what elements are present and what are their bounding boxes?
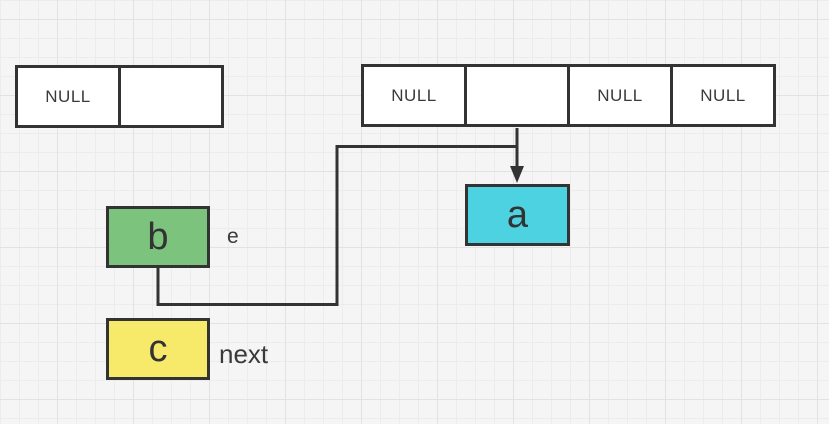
node-a[interactable]: a [465,184,570,246]
arrowhead-to-node-a-icon [510,166,524,183]
edge-node-b-to-bucket[interactable] [156,145,517,306]
node-c[interactable]: c [106,318,210,380]
node-b-label: b [147,215,169,258]
array-right-cell-0[interactable]: NULL [361,64,467,127]
node-c-label: c [148,327,168,370]
label-e[interactable]: e [227,225,239,248]
array-right-cell-2[interactable]: NULL [567,64,673,127]
node-b[interactable]: b [106,206,210,268]
node-a-label: a [506,193,529,236]
label-next[interactable]: next [219,339,269,369]
array-left-cell-1[interactable] [118,65,224,128]
array-right: NULL NULL NULL [361,64,776,127]
array-left-cell-0[interactable]: NULL [15,65,121,128]
array-right-cell-1[interactable] [464,64,570,127]
array-right-cell-3[interactable]: NULL [670,64,776,127]
array-left: NULL [15,65,224,128]
